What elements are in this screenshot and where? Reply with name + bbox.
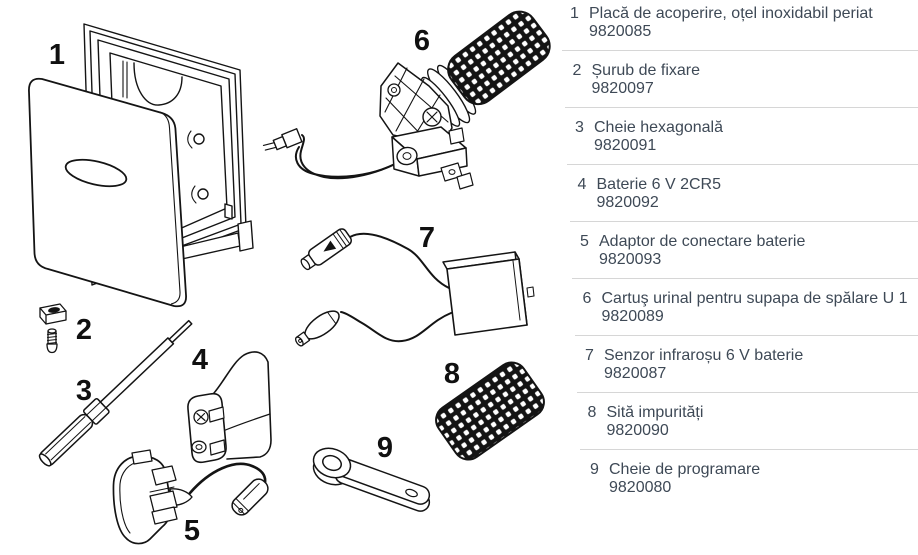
part-number: 9: [590, 461, 599, 478]
part-number: 2: [572, 62, 582, 79]
infrared-sensor-drawing: [294, 228, 535, 347]
part-number: 5: [580, 233, 589, 250]
sensor-plug-lower: [294, 310, 340, 347]
battery-adapter-drawing: [112, 449, 269, 545]
part-row-5: 5 Adaptor de conectare baterie 9820093: [572, 222, 918, 279]
part-row-4: 4 Baterie 6 V 2CR5 9820092: [569, 165, 918, 222]
cartridge-strainer-dome: [447, 10, 551, 106]
battery-drawing: [187, 351, 272, 464]
exploded-view-drawing: 1 2 3 4 5 6 7 8 9: [28, 10, 551, 547]
part-article-number: 9820097: [591, 79, 654, 97]
hex-key-drawing: [38, 319, 193, 467]
parts-list: 1 Placă de acoperire, oțel inoxidabil pe…: [562, 0, 918, 506]
programming-key-drawing: [312, 447, 431, 512]
urinal-cartridge-drawing: [262, 10, 551, 190]
part-name: Adaptor de conectare baterie: [599, 233, 806, 250]
part-row-8: 8 Sită impurități 9820090: [579, 393, 918, 450]
part-number: 6: [582, 290, 592, 307]
part-number: 4: [577, 176, 587, 193]
part-name: Șurub de fixare: [591, 62, 701, 79]
part-name: Sită impurități: [606, 404, 704, 421]
part-number: 3: [575, 119, 584, 136]
part-article-number: 9820085: [589, 22, 652, 40]
part-row-1: 1 Placă de acoperire, oțel inoxidabil pe…: [562, 0, 918, 51]
part-row-9: 9 Cheie de programare 9820080: [582, 450, 918, 506]
callout-8: 8: [444, 358, 460, 390]
sensor-window-slot: [64, 158, 128, 188]
sensor-plug-upper: [300, 228, 352, 271]
part-article-number: 9820091: [594, 136, 657, 154]
part-name: Placă de acoperire, oțel inoxidabil peri…: [589, 5, 873, 22]
part-name: Senzor infraroșu 6 V baterie: [604, 347, 804, 364]
callout-2: 2: [76, 314, 92, 346]
part-number: 1: [570, 5, 579, 22]
cartridge-cable-plug: [262, 128, 303, 151]
part-article-number: 9820090: [606, 421, 669, 439]
cover-plate-drawing: [28, 77, 187, 308]
callout-1: 1: [49, 39, 65, 71]
callout-4: 4: [192, 344, 208, 376]
part-article-number: 9820093: [599, 250, 662, 268]
part-article-number: 9820080: [609, 478, 672, 496]
part-number: 8: [587, 404, 597, 421]
callout-5: 5: [184, 515, 200, 547]
part-article-number: 9820087: [604, 364, 667, 382]
part-row-6: 6 Cartuş urinal pentru supapa de spălare…: [574, 279, 918, 336]
callout-7: 7: [419, 222, 435, 254]
part-number: 7: [585, 347, 594, 364]
part-name: Baterie 6 V 2CR5: [596, 176, 722, 193]
part-row-2: 2 Șurub de fixare 9820097: [564, 51, 918, 108]
part-article-number: 9820092: [596, 193, 659, 211]
part-name: Cheie de programare: [609, 461, 761, 478]
fixing-screw-drawing: [39, 303, 67, 354]
dirt-strainer-drawing: [435, 361, 545, 461]
part-row-3: 3 Cheie hexagonală 9820091: [567, 108, 918, 165]
callout-6: 6: [414, 25, 430, 57]
part-name: Cheie hexagonală: [594, 119, 723, 136]
callout-9: 9: [377, 432, 393, 464]
part-row-7: 7 Senzor infraroșu 6 V baterie 9820087: [577, 336, 918, 393]
callout-3: 3: [76, 375, 92, 407]
mounting-frame-drawing: [83, 23, 254, 286]
part-article-number: 9820089: [601, 307, 664, 325]
part-name: Cartuş urinal pentru supapa de spălare U…: [601, 290, 908, 307]
adapter-plug: [231, 478, 269, 516]
